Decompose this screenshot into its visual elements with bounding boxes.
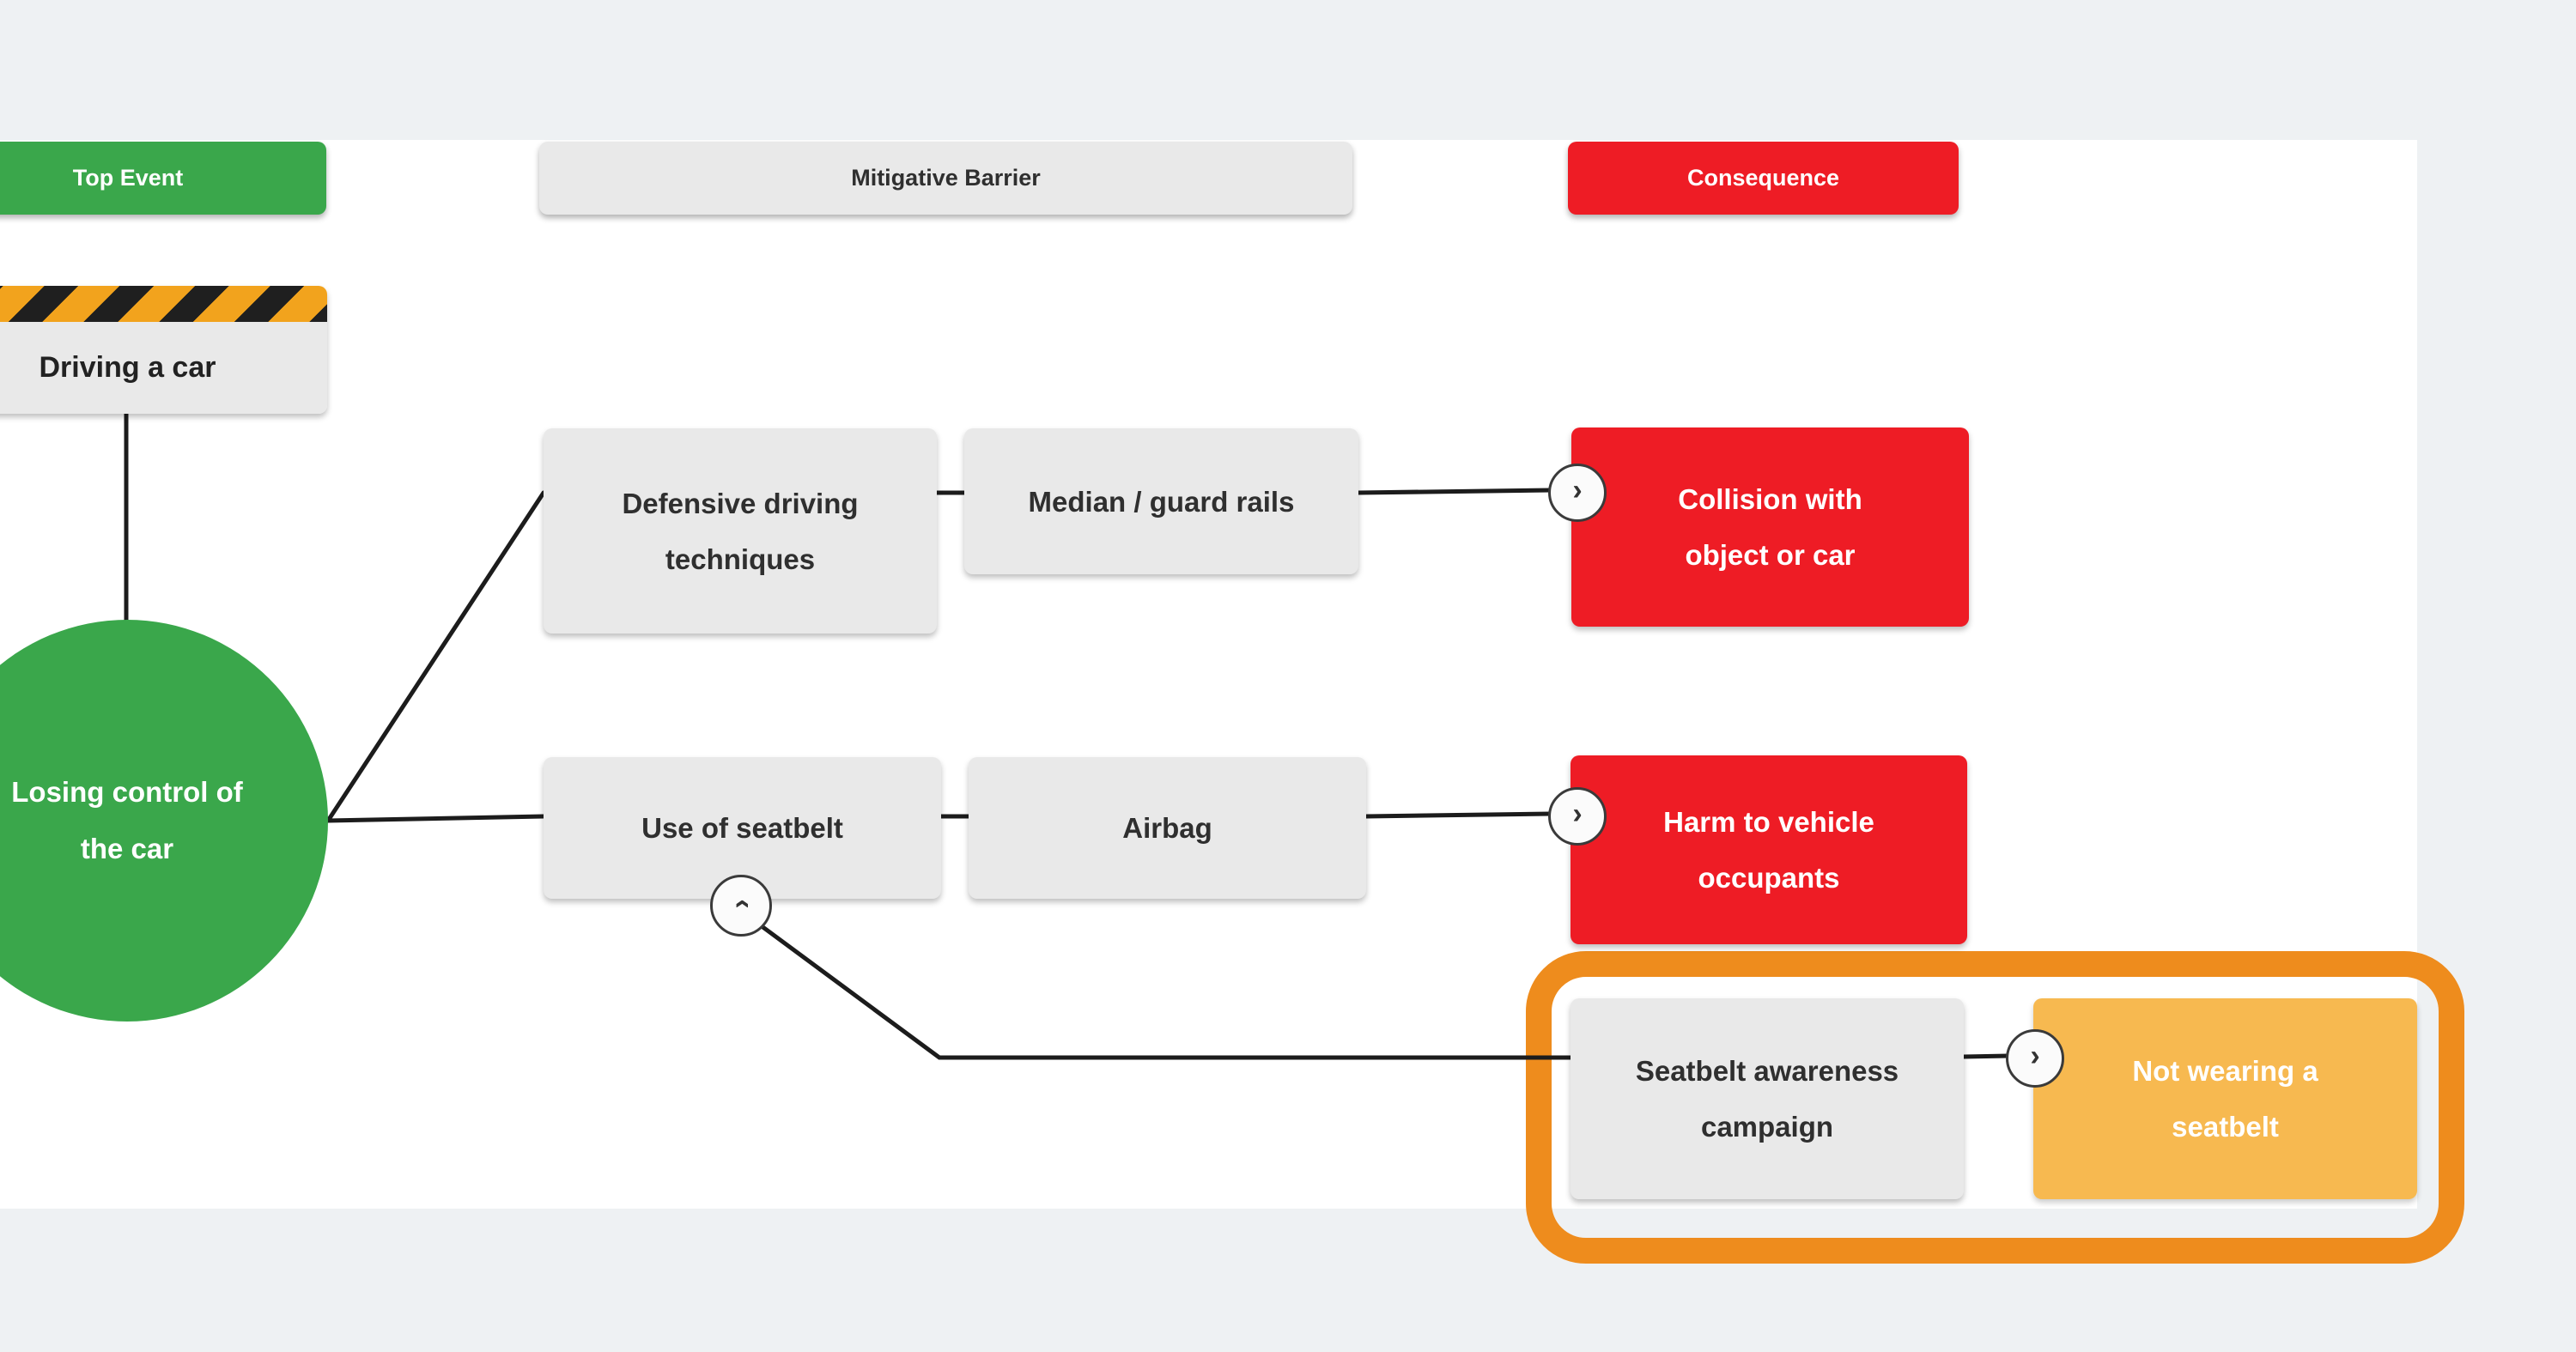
header-mitigative-barrier-label: Mitigative Barrier (851, 165, 1041, 191)
escalation-node-not-wearing-seatbelt[interactable]: Not wearing a seatbelt (2033, 998, 2417, 1199)
barrier-node-defensive-driving[interactable]: Defensive driving techniques (544, 428, 937, 634)
barrier-airbag-line1: Airbag (1122, 812, 1212, 844)
port-harm[interactable]: › (1548, 787, 1607, 846)
chevron-right-icon: › (2030, 1040, 2040, 1072)
consequence-collision-line2: object or car (1685, 539, 1856, 571)
consequence-collision-line1: Collision with (1678, 483, 1862, 515)
barrier-defensive-line1: Defensive driving (622, 487, 859, 519)
escalation-notwearing-line2: seatbelt (2172, 1111, 2279, 1143)
barrier-node-median-guard-rails[interactable]: Median / guard rails (964, 428, 1358, 574)
hazard-node[interactable]: Driving a car (0, 286, 327, 414)
escalation-notwearing-line1: Not wearing a (2132, 1055, 2318, 1087)
port-not-wearing[interactable]: › (2006, 1029, 2064, 1088)
consequence-node-collision[interactable]: Collision with object or car (1571, 427, 1969, 627)
consequence-node-harm-occupants[interactable]: Harm to vehicle occupants (1571, 755, 1967, 944)
highlight-ring (1526, 951, 2464, 1264)
barrier-node-airbag[interactable]: Airbag (969, 757, 1366, 899)
header-top-event-label: Top Event (72, 165, 184, 191)
barrier-median-line1: Median / guard rails (1028, 485, 1295, 518)
header-consequence: Consequence (1568, 142, 1959, 215)
collapse-escalation-button[interactable]: › (710, 875, 772, 937)
chevron-up-icon: › (724, 899, 757, 909)
consequence-harm-line1: Harm to vehicle (1663, 806, 1874, 838)
chevron-right-icon: › (1572, 474, 1583, 506)
hazard-stripes-icon (0, 286, 327, 322)
header-top-event: Top Event (0, 142, 326, 215)
barrier-campaign-line1: Seatbelt awareness (1635, 1055, 1899, 1087)
port-collision[interactable]: › (1548, 464, 1607, 522)
header-consequence-label: Consequence (1686, 165, 1840, 191)
barrier-seatbelt-line1: Use of seatbelt (641, 812, 843, 844)
top-event-label-line2: the car (80, 833, 174, 864)
barrier-defensive-line2: techniques (665, 543, 816, 575)
chevron-right-icon: › (1572, 797, 1583, 830)
barrier-campaign-line2: campaign (1700, 1111, 1834, 1143)
top-event-node[interactable]: Losing control of the car (0, 620, 328, 1022)
header-mitigative-barrier: Mitigative Barrier (539, 142, 1352, 215)
top-event-label-line1: Losing control of (11, 776, 243, 808)
consequence-harm-line2: occupants (1698, 862, 1840, 894)
hazard-label: Driving a car (39, 351, 216, 384)
barrier-node-seatbelt-awareness-campaign[interactable]: Seatbelt awareness campaign (1571, 998, 1964, 1199)
